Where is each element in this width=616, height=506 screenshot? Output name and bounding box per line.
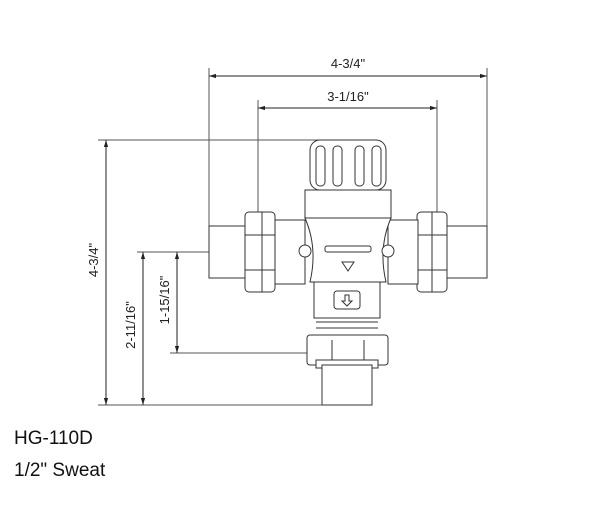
label-inlet-height: 1-15/16" xyxy=(157,275,172,324)
connection-type: 1/2" Sweat xyxy=(14,460,106,481)
dimension-lines xyxy=(103,73,487,405)
label-port-spacing: 3-1/16" xyxy=(327,89,369,104)
label-outlet-height: 2-11/16" xyxy=(123,301,138,349)
model-number: HG-110D xyxy=(14,428,93,449)
left-screw xyxy=(298,244,312,258)
right-screw xyxy=(381,244,395,258)
bonnet xyxy=(304,189,392,219)
tail-pipe xyxy=(321,364,373,406)
valve-body xyxy=(208,139,488,406)
left-nut xyxy=(244,211,276,293)
right-pipe xyxy=(441,225,488,279)
flow-arrow-icon xyxy=(341,261,355,272)
label-overall-width: 4-3/4" xyxy=(331,56,366,71)
label-overall-height: 4-3/4" xyxy=(86,242,101,277)
